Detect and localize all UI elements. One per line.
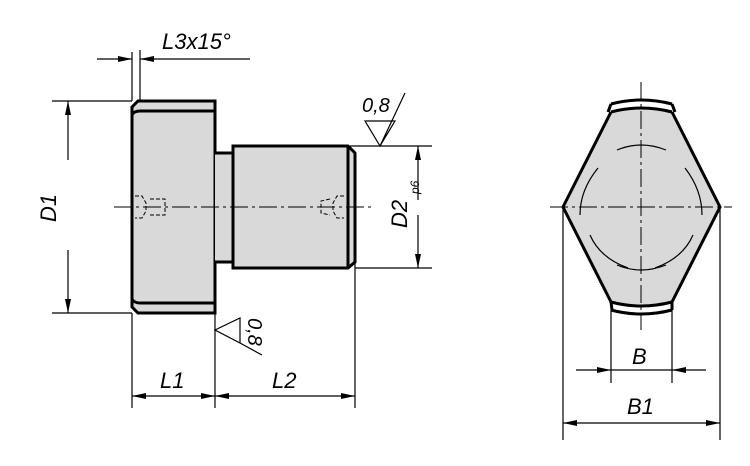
l2-label: L2 <box>272 368 296 393</box>
d1-label: D1 <box>36 194 61 222</box>
roughness-symbol-shaft: 0,8 <box>362 92 406 148</box>
end-view: B B1 <box>550 82 732 440</box>
chamfer-label: L3x15° <box>162 29 231 54</box>
chamfer-dimension: L3x15° <box>97 29 250 101</box>
d2-dimension: D2 p6 <box>350 145 432 269</box>
side-view: L3x15° D1 D2 p6 0,8 0,8 <box>36 29 432 408</box>
d2-label: D2 <box>387 200 412 228</box>
b-label: B <box>632 344 647 369</box>
b-dimension: B <box>576 310 706 383</box>
l1-label: L1 <box>160 368 184 393</box>
b1-label: B1 <box>627 394 654 419</box>
hidden-arcs <box>579 144 703 271</box>
roughness-symbol-shoulder: 0,8 <box>213 317 265 356</box>
d1-dimension: D1 <box>36 100 132 314</box>
d2-tolerance: p6 <box>408 180 422 195</box>
length-dimensions: L1 L2 <box>131 262 356 408</box>
center-holes <box>135 195 344 219</box>
b1-dimension: B1 <box>562 207 721 440</box>
roughness-shoulder-value: 0,8 <box>243 318 265 346</box>
roughness-shaft-value: 0,8 <box>362 95 390 117</box>
